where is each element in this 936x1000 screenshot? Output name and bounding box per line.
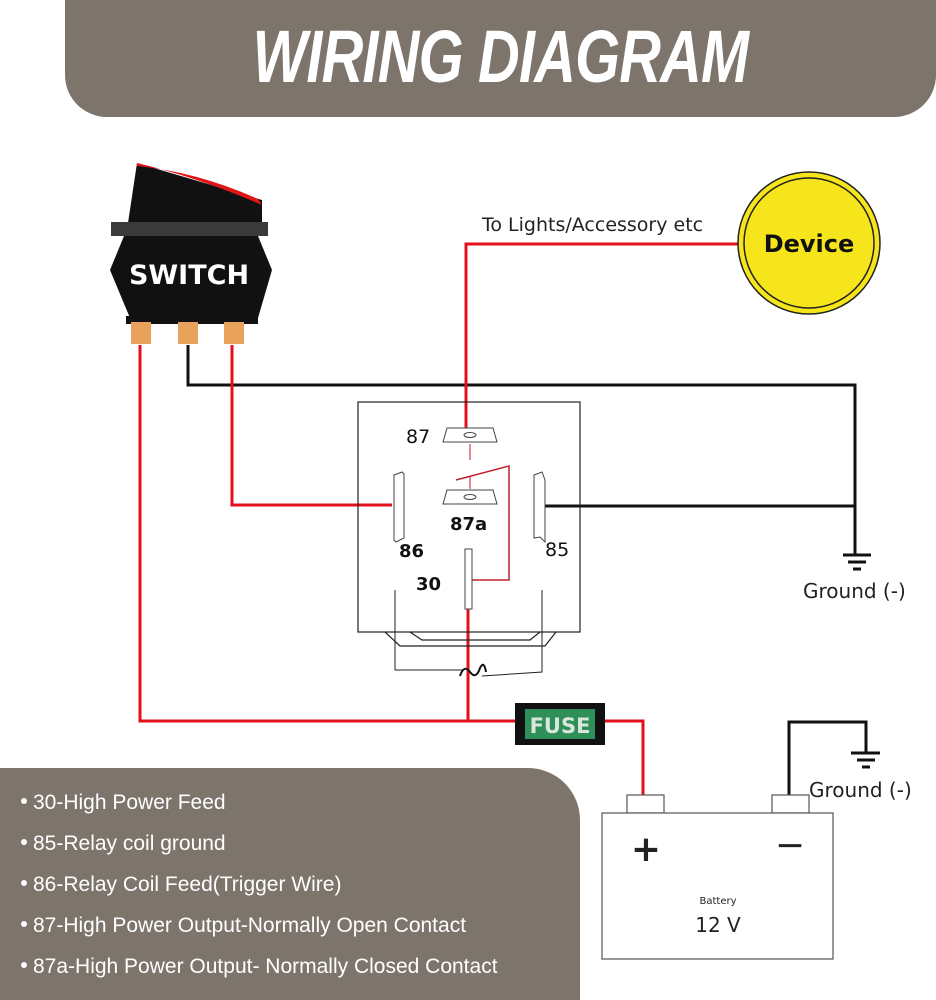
page-title: WIRING DIAGRAM bbox=[252, 15, 749, 98]
battery: + − Battery 12 V bbox=[601, 794, 834, 960]
device-circle: Device bbox=[737, 171, 881, 315]
legend-item-text: 87-High Power Output-Normally Open Conta… bbox=[33, 914, 467, 937]
pin-86-label: 86 bbox=[399, 541, 424, 562]
wire-87-to-device bbox=[464, 242, 738, 430]
pin-legend-panel: 30-High Power Feed 85-Relay coil ground … bbox=[0, 768, 580, 1000]
device-label: Device bbox=[764, 230, 855, 258]
pin-legend-list: 30-High Power Feed 85-Relay coil ground … bbox=[0, 768, 580, 991]
relay: 87 87a 86 85 30 bbox=[357, 401, 581, 677]
battery-ground-label: Ground (-) bbox=[809, 778, 912, 802]
legend-item-text: 86-Relay Coil Feed(Trigger Wire) bbox=[33, 873, 342, 896]
legend-item-text: 85-Relay coil ground bbox=[33, 832, 226, 855]
pin-30-label: 30 bbox=[416, 574, 441, 595]
pin-87-label: 87 bbox=[406, 426, 430, 448]
legend-item: 86-Relay Coil Feed(Trigger Wire) bbox=[18, 868, 580, 909]
legend-item: 87a-High Power Output- Normally Closed C… bbox=[18, 950, 580, 991]
legend-item-text: 30-High Power Feed bbox=[33, 791, 226, 814]
bullet-icon bbox=[21, 839, 27, 846]
wire-switch-ground bbox=[186, 345, 857, 555]
wire-switch-to-fuse bbox=[138, 345, 518, 723]
battery-plus-icon: + bbox=[631, 829, 661, 870]
battery-minus-icon: − bbox=[775, 825, 805, 866]
wire-battery-ground bbox=[787, 720, 868, 795]
wire-fuse-to-battery bbox=[605, 719, 645, 795]
pin-85-label: 85 bbox=[545, 539, 569, 561]
bullet-icon bbox=[21, 962, 27, 969]
battery-voltage: 12 V bbox=[695, 913, 741, 937]
ground-icon bbox=[843, 553, 871, 571]
relay-ground-label: Ground (-) bbox=[803, 579, 906, 603]
battery-title: Battery bbox=[699, 896, 736, 907]
legend-item-text: 87a-High Power Output- Normally Closed C… bbox=[33, 955, 498, 978]
rocker-switch: SWITCH bbox=[110, 163, 272, 344]
legend-item: 87-High Power Output-Normally Open Conta… bbox=[18, 909, 580, 950]
switch-pin-3 bbox=[224, 322, 244, 344]
header-banner: WIRING DIAGRAM bbox=[65, 0, 936, 117]
switch-pin-2 bbox=[178, 322, 198, 344]
ground-icon bbox=[851, 751, 880, 769]
legend-item: 30-High Power Feed bbox=[18, 786, 580, 827]
bullet-icon bbox=[21, 921, 27, 928]
wire-switch-to-86 bbox=[230, 345, 392, 507]
fuse: FUSE bbox=[515, 703, 605, 745]
fuse-label: FUSE bbox=[530, 714, 591, 738]
switch-pin-1 bbox=[131, 322, 151, 344]
device-wire-label: To Lights/Accessory etc bbox=[481, 214, 703, 236]
pin-87a-label: 87a bbox=[450, 514, 487, 535]
legend-item: 85-Relay coil ground bbox=[18, 827, 580, 868]
bullet-icon bbox=[21, 798, 27, 805]
bullet-icon bbox=[21, 880, 27, 887]
switch-label: SWITCH bbox=[129, 260, 249, 291]
